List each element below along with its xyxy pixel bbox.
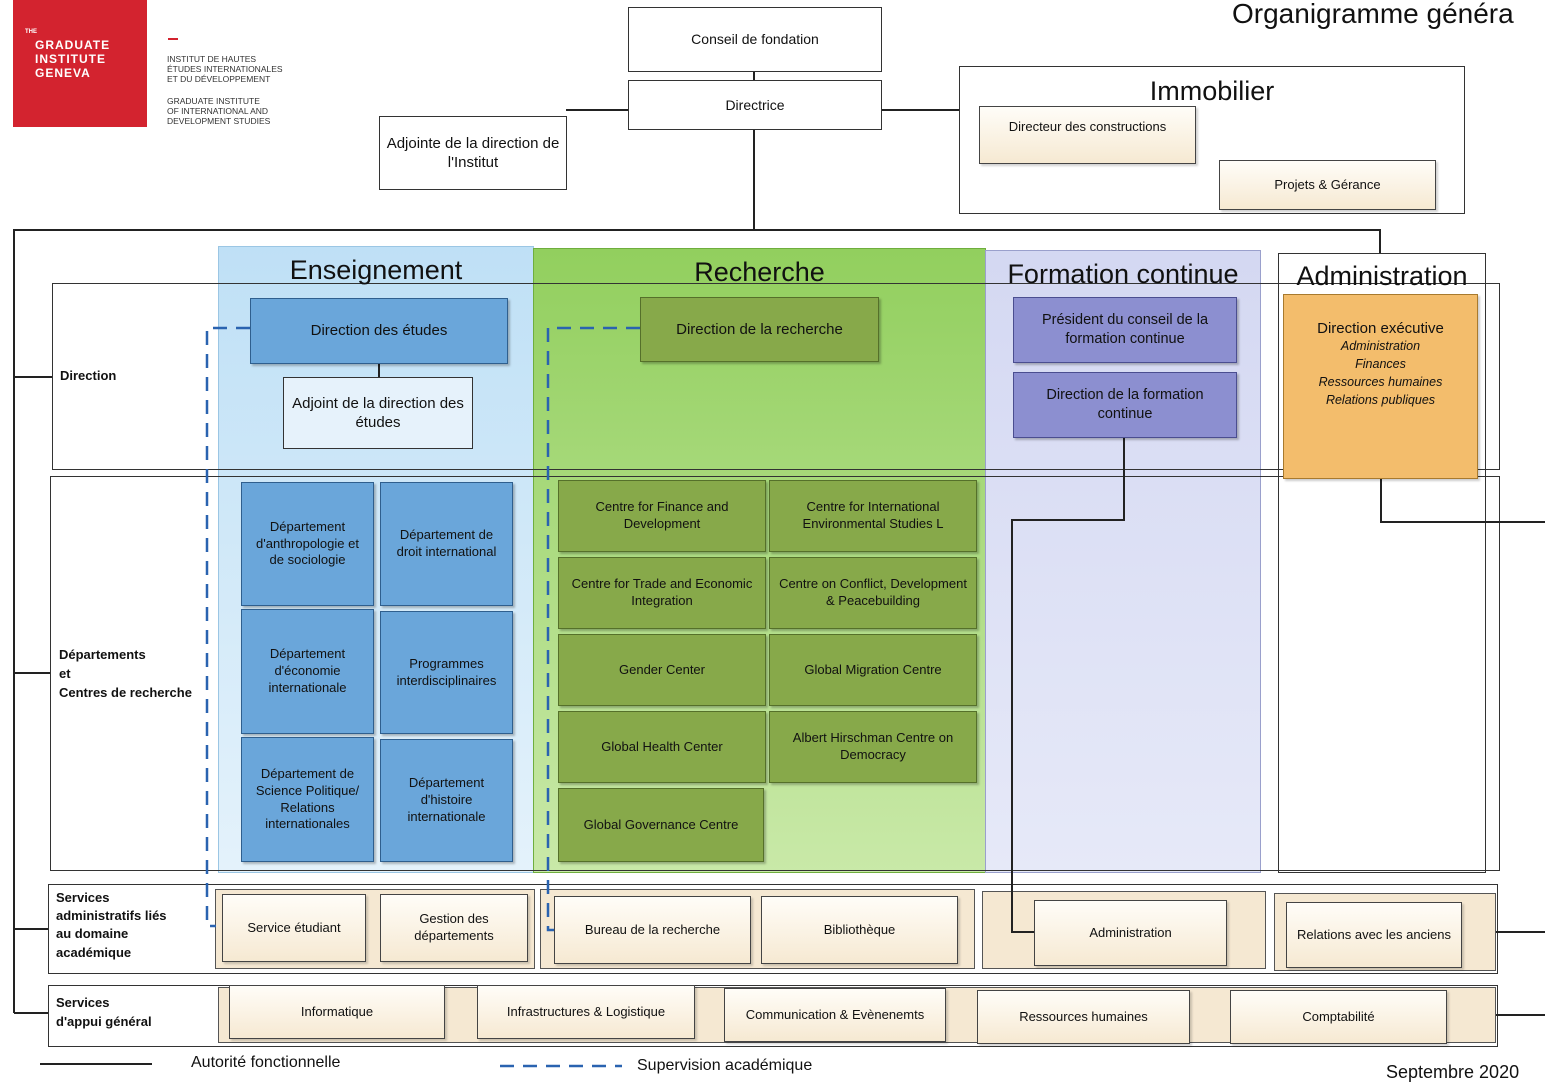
date-label: Septembre 2020 bbox=[1386, 1062, 1520, 1082]
bibliotheque-box: Bibliothèque bbox=[761, 896, 958, 964]
services-acad-row-band bbox=[48, 884, 1498, 974]
fr-name-line: ET DU DÉVELOPPEMENT bbox=[167, 74, 271, 84]
departement-histoire-box: Département d'histoire internationale bbox=[380, 739, 513, 862]
row-label-line: Centres de recherche bbox=[59, 684, 192, 700]
row-label-services-academiques: Services administratifs liés au domaine … bbox=[56, 889, 167, 962]
administration-formation-box: Administration bbox=[1034, 900, 1227, 966]
enseignement-title: Enseignement bbox=[289, 255, 463, 285]
row-label-line: au domaine bbox=[56, 926, 129, 942]
row-label-departements: Départements et Centres de recherche bbox=[59, 646, 192, 703]
global-governance-centre-box: Global Governance Centre bbox=[558, 788, 764, 862]
communication-evenements-box: Communication & Evènenemts bbox=[724, 988, 946, 1042]
administration-title: Administration bbox=[1296, 261, 1468, 291]
admin-area-list: Administration Finances Ressources humai… bbox=[1284, 337, 1477, 410]
admin-area-item: Administration bbox=[1340, 339, 1421, 353]
row-label-line: Départements bbox=[59, 647, 146, 662]
adjointe-direction-box: Adjointe de la direction de l'Institut bbox=[379, 116, 567, 190]
logo-line-institute: INSTITUTE bbox=[35, 52, 106, 66]
ressources-humaines-box: Ressources humaines bbox=[977, 990, 1190, 1044]
admin-area-item: Relations publiques bbox=[1325, 393, 1436, 408]
centre-conflict-peacebuilding-box: Centre on Conflict, Development & Peaceb… bbox=[769, 557, 977, 629]
row-label-line: académique bbox=[56, 944, 132, 960]
row-label-line: et bbox=[59, 665, 71, 681]
institute-name-fr: INSTITUT DE HAUTES ÉTUDES INTERNATIONALE… bbox=[167, 54, 283, 84]
institute-logo: THE GRADUATE INSTITUTE GENEVA bbox=[13, 0, 147, 127]
conseil-de-fondation-box: Conseil de fondation bbox=[628, 7, 882, 72]
logo-line-geneva: GENEVA bbox=[35, 66, 91, 80]
directeur-constructions-box: Directeur des constructions bbox=[979, 106, 1196, 164]
infrastructures-logistique-box: Infrastructures & Logistique bbox=[477, 985, 695, 1039]
row-label-services-generaux: Services d'appui général bbox=[56, 994, 152, 1032]
centre-finance-development-box: Centre for Finance and Development bbox=[558, 480, 766, 552]
admin-area-item: Ressources humaines bbox=[1318, 375, 1443, 390]
gestion-departements-box: Gestion des départements bbox=[380, 894, 528, 962]
recherche-title: Recherche bbox=[694, 257, 825, 287]
row-label-line: administratifs liés bbox=[56, 908, 167, 924]
direction-executive-label: Direction exécutive bbox=[1317, 320, 1444, 337]
albert-hirschman-centre-box: Albert Hirschman Centre on Democracy bbox=[769, 711, 977, 783]
legend-dashed-label: Supervision académique bbox=[637, 1057, 813, 1074]
logo-the: THE bbox=[25, 29, 37, 35]
direction-formation-continue-box: Direction de la formation continue bbox=[1013, 372, 1237, 438]
departements-row-band bbox=[50, 476, 1500, 871]
en-name-line: GRADUATE INSTITUTE bbox=[167, 96, 260, 106]
president-conseil-formation-box: Président du conseil de la formation con… bbox=[1013, 297, 1237, 363]
programmes-interdisciplinaires-box: Programmes interdisciplinaires bbox=[380, 611, 513, 734]
direction-row-band bbox=[52, 283, 1500, 470]
informatique-box: Informatique bbox=[229, 985, 445, 1039]
directrice-box: Directrice bbox=[628, 80, 882, 130]
adjoint-direction-etudes-box: Adjoint de la direction des études bbox=[283, 377, 473, 449]
institute-name-en: GRADUATE INSTITUTE OF INTERNATIONAL AND … bbox=[167, 96, 270, 126]
service-etudiant-box: Service étudiant bbox=[222, 894, 366, 962]
logo-red-dash bbox=[168, 38, 178, 40]
comptabilite-box: Comptabilité bbox=[1230, 990, 1447, 1044]
en-name-line: OF INTERNATIONAL AND bbox=[167, 106, 269, 116]
admin-area-item: Finances bbox=[1355, 357, 1406, 372]
logo-line-graduate: GRADUATE bbox=[35, 38, 111, 52]
en-name-line: DEVELOPMENT STUDIES bbox=[167, 116, 271, 126]
fr-name-line: INSTITUT DE HAUTES bbox=[167, 54, 257, 64]
centre-trade-integration-box: Centre for Trade and Economic Integratio… bbox=[558, 557, 766, 629]
departement-economie-box: Département d'économie internationale bbox=[241, 609, 374, 734]
direction-executive-box: Direction exécutive Administration Finan… bbox=[1283, 294, 1478, 479]
direction-etudes-box: Direction des études bbox=[250, 298, 508, 364]
immobilier-title: Immobilier bbox=[1149, 76, 1275, 106]
formation-continue-title: Formation continue bbox=[1007, 259, 1239, 289]
global-migration-centre-box: Global Migration Centre bbox=[769, 634, 977, 706]
row-label-line: d'appui général bbox=[56, 1013, 152, 1029]
global-health-center-box: Global Health Center bbox=[558, 711, 766, 783]
departement-science-politique-box: Département de Science Politique/ Relati… bbox=[241, 737, 374, 862]
row-label-line: Services bbox=[56, 995, 110, 1010]
row-label-direction: Direction bbox=[60, 368, 117, 383]
bureau-recherche-box: Bureau de la recherche bbox=[554, 896, 751, 964]
projets-gerance-box: Projets & Gérance bbox=[1219, 160, 1436, 210]
page-title: Organigramme généra bbox=[1232, 0, 1514, 29]
centre-environmental-studies-box: Centre for International Environmental S… bbox=[769, 480, 977, 552]
legend-solid-label: Autorité fonctionnelle bbox=[191, 1054, 341, 1071]
row-label-line: Services bbox=[56, 890, 110, 905]
departement-droit-international-box: Département de droit international bbox=[380, 482, 513, 606]
relations-anciens-box: Relations avec les anciens bbox=[1286, 902, 1462, 968]
gender-center-box: Gender Center bbox=[558, 634, 766, 706]
fr-name-line: ÉTUDES INTERNATIONALES bbox=[167, 64, 283, 74]
direction-recherche-box: Direction de la recherche bbox=[640, 297, 879, 362]
departement-anthropologie-box: Département d'anthropologie et de sociol… bbox=[241, 482, 374, 606]
